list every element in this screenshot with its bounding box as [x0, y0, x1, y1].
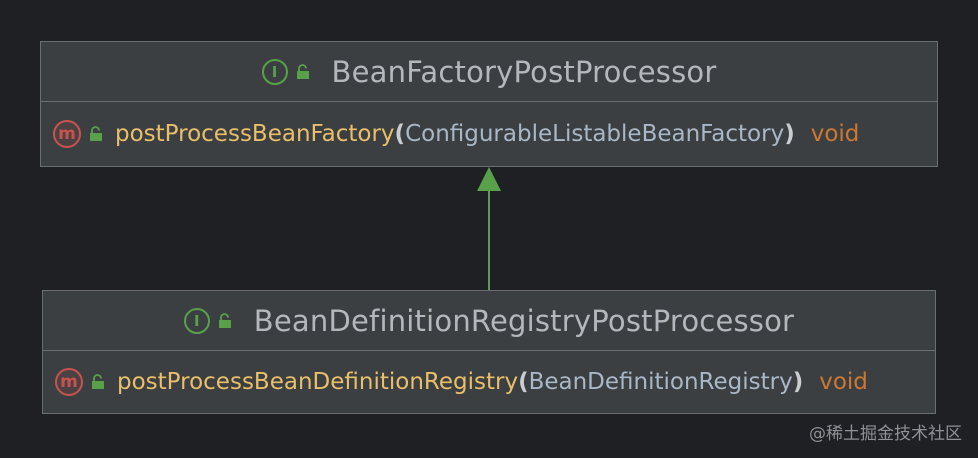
class-name: BeanFactoryPostProcessor	[331, 54, 717, 89]
method-param-type: BeanDefinitionRegistry	[528, 369, 793, 395]
method-icon: m	[55, 368, 83, 396]
method-row[interactable]: m postProcessBeanDefinitionRegistry ( Be…	[43, 351, 935, 413]
open-paren: (	[394, 121, 406, 147]
method-name: postProcessBeanFactory	[115, 121, 395, 147]
inheritance-arrowhead	[477, 167, 501, 191]
return-type: void	[810, 121, 860, 147]
class-header: I BeanDefinitionRegistryPostProcessor	[43, 291, 935, 351]
method-icon: m	[53, 120, 81, 148]
watermark: @稀土掘金技术社区	[809, 424, 962, 444]
return-type: void	[819, 369, 868, 395]
method-name: postProcessBeanDefinitionRegistry	[117, 369, 519, 395]
close-paren: )	[784, 121, 795, 147]
class-bean-definition-registry-post-processor[interactable]: I BeanDefinitionRegistryPostProcessor m …	[42, 290, 936, 414]
public-lock-icon	[296, 63, 309, 79]
close-paren: )	[792, 369, 804, 395]
interface-icon: I	[261, 58, 288, 85]
class-name: BeanDefinitionRegistryPostProcessor	[253, 303, 795, 338]
public-lock-icon	[92, 374, 104, 389]
interface-icon: I	[183, 307, 210, 334]
open-paren: (	[518, 369, 529, 395]
method-row[interactable]: m postProcessBeanFactory ( ConfigurableL…	[41, 102, 937, 166]
method-param-type: ConfigurableListableBeanFactory	[405, 121, 785, 147]
class-header: I BeanFactoryPostProcessor	[41, 42, 937, 102]
public-lock-icon	[218, 312, 231, 328]
class-bean-factory-post-processor[interactable]: I BeanFactoryPostProcessor m postProcess…	[40, 41, 938, 167]
public-lock-icon	[90, 126, 102, 141]
